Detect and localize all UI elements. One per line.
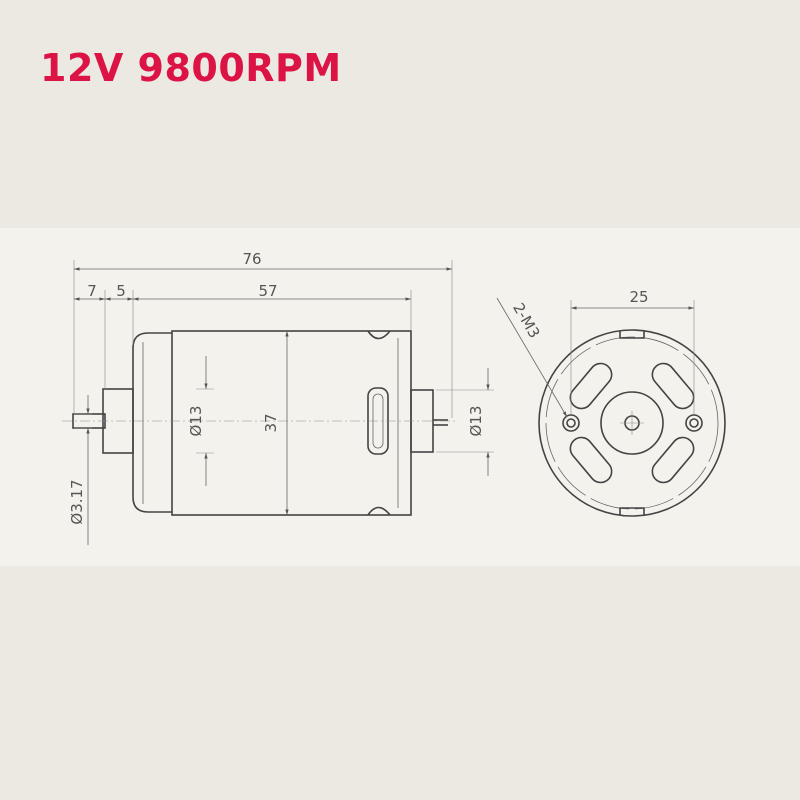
extension-lines: [73, 260, 494, 454]
svg-text:Ø13: Ø13: [187, 406, 205, 437]
end-notch-top: [619, 331, 645, 339]
svg-text:76: 76: [242, 250, 261, 268]
dim-shaft-dia: Ø3.17: [68, 395, 92, 545]
end-vent-slot: [569, 436, 613, 484]
end-outer-circle: [538, 329, 726, 517]
mount-hole-left: [562, 414, 580, 432]
dim-hole-spacing: 25: [570, 288, 695, 414]
svg-text:2-M3: 2-M3: [509, 300, 543, 341]
svg-text:57: 57: [258, 282, 277, 300]
svg-text:Ø3.17: Ø3.17: [68, 479, 86, 524]
dim-overall-length: 76: [74, 250, 452, 271]
end-notch-bottom: [619, 507, 645, 515]
rear-notch-bottom: [367, 506, 391, 516]
svg-text:25: 25: [629, 288, 648, 306]
dim-rear-boss-dia: Ø13: [467, 368, 490, 476]
front-end-cap: [132, 332, 172, 513]
end-vent-slot: [651, 362, 695, 410]
page-title: 12V 9800RPM: [40, 46, 342, 90]
dim-body-length: 57: [133, 282, 411, 301]
end-inner-ring: [545, 336, 719, 510]
dim-shaft-length: 7: [74, 282, 105, 301]
motor-side-view: [62, 330, 455, 516]
svg-text:7: 7: [87, 282, 97, 300]
dim-front-boss-dia: Ø13: [187, 356, 208, 486]
motor-end-view: [538, 329, 726, 517]
svg-text:5: 5: [116, 282, 126, 300]
end-boss: [600, 391, 664, 455]
end-vent-slot: [569, 362, 613, 410]
svg-text:37: 37: [262, 413, 280, 432]
svg-text:Ø13: Ø13: [467, 406, 485, 437]
rear-notch-top: [367, 330, 391, 340]
dim-boss-length: 5: [105, 282, 133, 301]
mount-hole-right: [685, 414, 703, 432]
dim-mount-holes: 2-M3: [496, 297, 568, 418]
dim-body-dia: 37: [262, 331, 289, 515]
end-vent-slot: [651, 436, 695, 484]
motor-body: [171, 330, 412, 516]
